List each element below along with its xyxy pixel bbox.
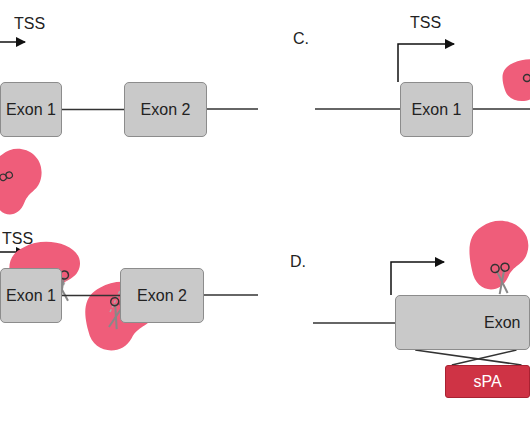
exon-box: Exon 2 xyxy=(120,268,204,323)
exon-box: Exon 1 xyxy=(400,82,473,137)
scissors-symbol xyxy=(0,171,13,181)
panel-letter: D. xyxy=(290,253,306,271)
crossover-line xyxy=(452,350,517,365)
spa-box: sPA xyxy=(445,365,530,398)
exon-box: Exon 2 xyxy=(124,82,207,137)
spa-label: sPA xyxy=(473,373,501,391)
exon-label: Exon 2 xyxy=(141,101,191,119)
intron-line xyxy=(205,108,258,110)
tss-label: TSS xyxy=(2,230,33,248)
tss-label: TSS xyxy=(410,14,441,32)
exon-label: Exon 2 xyxy=(137,287,187,305)
scissors-symbol xyxy=(524,75,530,82)
scissors-symbol xyxy=(491,263,513,295)
exon-label: Exon xyxy=(484,314,520,332)
exon-box: Exon 1 xyxy=(0,82,62,137)
exon-label: Exon 1 xyxy=(412,101,462,119)
tss-arrow xyxy=(398,44,454,82)
intron-line xyxy=(313,322,395,324)
exon-label: Exon 1 xyxy=(6,287,56,305)
cas9-blob xyxy=(469,221,528,290)
panel-letter: C. xyxy=(293,30,309,48)
intron-line xyxy=(202,294,258,296)
exon-box: Exon 1 xyxy=(0,268,62,323)
tss-arrow xyxy=(391,262,444,295)
tss-arrow xyxy=(0,41,25,43)
intron-line xyxy=(62,295,120,297)
intron-line xyxy=(473,108,530,110)
cas9-blob xyxy=(0,149,42,215)
exon-box: Exon xyxy=(395,295,530,350)
tss-label: TSS xyxy=(14,15,45,33)
intron-line xyxy=(315,108,400,110)
exon-label: Exon 1 xyxy=(6,101,56,119)
crossover-line xyxy=(415,350,521,365)
intron-line xyxy=(62,109,124,111)
cas9-blob xyxy=(503,59,530,101)
